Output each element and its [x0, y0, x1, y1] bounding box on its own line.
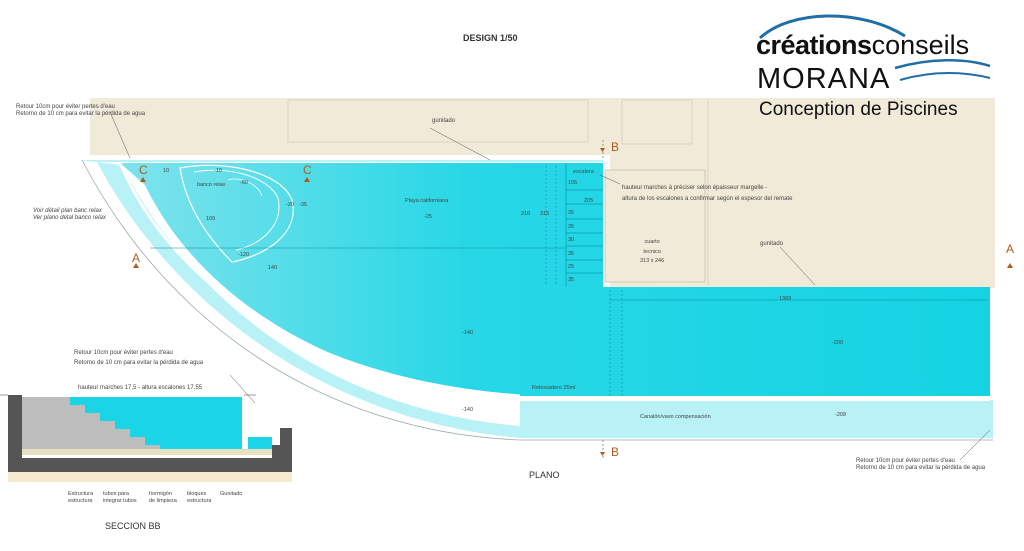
dim: 25 [568, 264, 575, 270]
stairs [565, 163, 603, 287]
logo-swoosh-mid [894, 59, 991, 70]
label-canal: Canalón/vaso compensación [640, 414, 711, 420]
logo-creations: créations [756, 30, 872, 60]
dim: 210 [521, 211, 531, 217]
technical-room [604, 169, 706, 283]
note-gunitado-top: gunitado [432, 118, 456, 124]
note-banc: Voir détail plan banc relax Ver plano de… [33, 208, 106, 221]
dim: 35 [568, 251, 575, 257]
dim: -35 [299, 202, 307, 208]
label-rebosadero: Rebosadero 25ml [532, 385, 576, 391]
note-marches: hauteur marches à préciser selon épaisse… [622, 185, 793, 202]
deck-inner-box-right [621, 99, 693, 145]
dim: 109 [206, 216, 216, 222]
dim: 140 [268, 265, 278, 271]
deck-top [90, 98, 705, 155]
deck-inner-box [287, 99, 589, 143]
dim: 35 [568, 277, 575, 283]
plan-title: PLANO [529, 470, 560, 480]
section-title: SECCION BB [105, 521, 161, 531]
dim: 35 [568, 224, 575, 230]
note-gunitado-right: gunitado [760, 241, 784, 247]
marker-c-left: C [139, 163, 148, 177]
note-top-left: Retour 10cm pour éviter pertes d'eau Ret… [16, 104, 146, 117]
dim: -140 [462, 330, 474, 336]
main-pool [120, 163, 990, 396]
dim: -140 [462, 407, 474, 413]
dim: 205 [584, 198, 594, 204]
marker-c-mid: C [303, 163, 312, 177]
marker-a-right: A [1006, 242, 1015, 256]
dim: -20 [286, 202, 294, 208]
dim: -120 [238, 252, 250, 258]
dim: -25 [424, 214, 432, 220]
curved-channel [78, 160, 993, 438]
logo-morana: MORANA [757, 63, 891, 95]
dim: 10 [163, 168, 170, 174]
logo: créationsconseils [756, 30, 969, 61]
dim: 105 [568, 180, 578, 186]
label-playa: Playa californiana [405, 198, 449, 204]
label-banco-relax: banco relax [197, 182, 226, 188]
dim: 1369 [779, 296, 792, 302]
relax-bench [179, 164, 294, 263]
dim: 30 [568, 237, 575, 243]
dim: -200 [832, 340, 844, 346]
logo-tagline: Conception de Piscines [759, 99, 958, 120]
dim: -60 [240, 180, 248, 186]
section-note: Retour 10cm pour éviter pertes d'eau Ret… [74, 350, 204, 366]
marker-b-bottom: B [611, 445, 620, 459]
label-escalera: escalera [573, 169, 594, 175]
dim: -208 [835, 412, 847, 418]
dim: 315 [540, 211, 550, 217]
section-heights: hauteur marches 17,5 - altura escalones … [78, 385, 203, 391]
section-bb-drawing [0, 394, 292, 482]
label-cuarto: cuarto tecnico 313 x 246 [640, 239, 665, 264]
note-bottom-right: Retour 10cm pour éviter pertes d'eau Ret… [856, 458, 986, 471]
logo-swoosh-top [758, 14, 906, 40]
dim: -10 [214, 168, 222, 174]
drawing-title: DESIGN 1/50 [463, 33, 518, 43]
logo-conseils: conseils [871, 30, 970, 60]
logo-swoosh-low [899, 72, 991, 81]
marker-b-top: B [611, 140, 620, 154]
marker-a-left: A [132, 251, 141, 265]
section-legend-5: Gunitado [220, 491, 243, 497]
dim: 35 [568, 210, 575, 216]
canal [520, 401, 990, 426]
